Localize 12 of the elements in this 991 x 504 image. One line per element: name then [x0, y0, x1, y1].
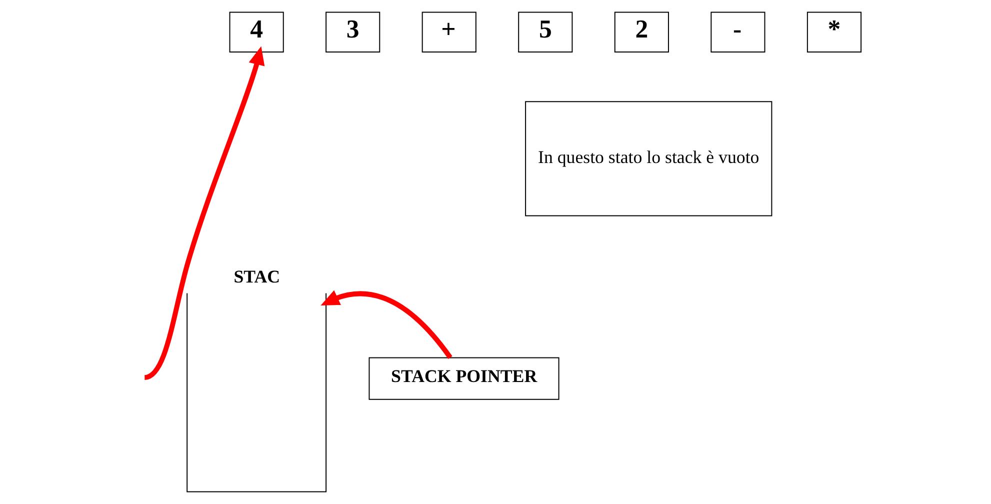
node-box: 4 — [228, 12, 284, 52]
node-box: + — [421, 12, 476, 52]
node-box: 2 — [614, 12, 668, 52]
node-box: STACK POINTER — [368, 357, 559, 400]
node-text: STAC — [233, 266, 280, 287]
node-box: 5 — [518, 12, 572, 52]
node-box: - — [710, 12, 765, 52]
arrow — [320, 290, 452, 360]
node-box: In questo stato lo stack è vuoto — [524, 101, 772, 216]
node-box: * — [806, 12, 862, 52]
node-box: 3 — [325, 12, 380, 52]
arrow — [144, 46, 264, 380]
